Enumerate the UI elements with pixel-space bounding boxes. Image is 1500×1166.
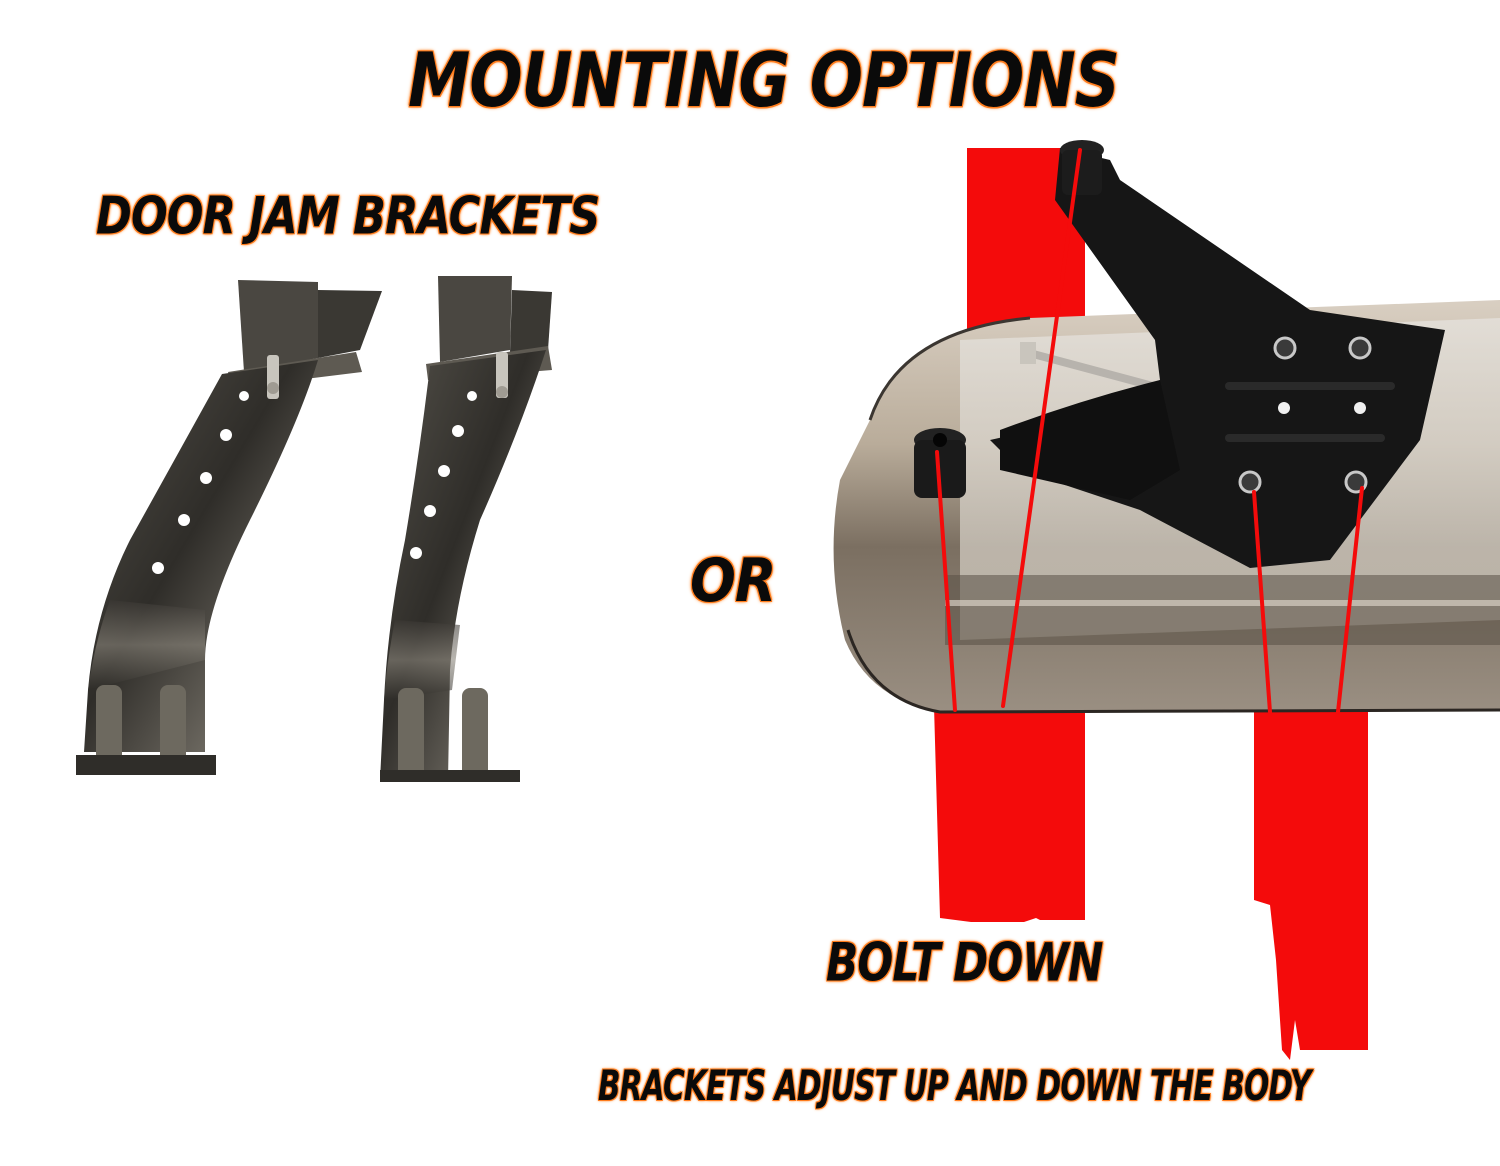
annotation-pointer-lines [935, 148, 1364, 714]
page-title: MOUNTING OPTIONS [408, 38, 1120, 125]
door-jam-label: DOOR JAM BRACKETS [96, 186, 600, 247]
adjust-note: BRACKETS ADJUST UP AND DOWN THE BODY [598, 1062, 1311, 1111]
door-jam-bracket-left [76, 280, 382, 775]
or-separator: OR [690, 546, 776, 616]
door-jam-bracket-right [380, 276, 552, 782]
light-bar-photo [833, 140, 1500, 714]
bolt-down-label: BOLT DOWN [826, 932, 1103, 994]
